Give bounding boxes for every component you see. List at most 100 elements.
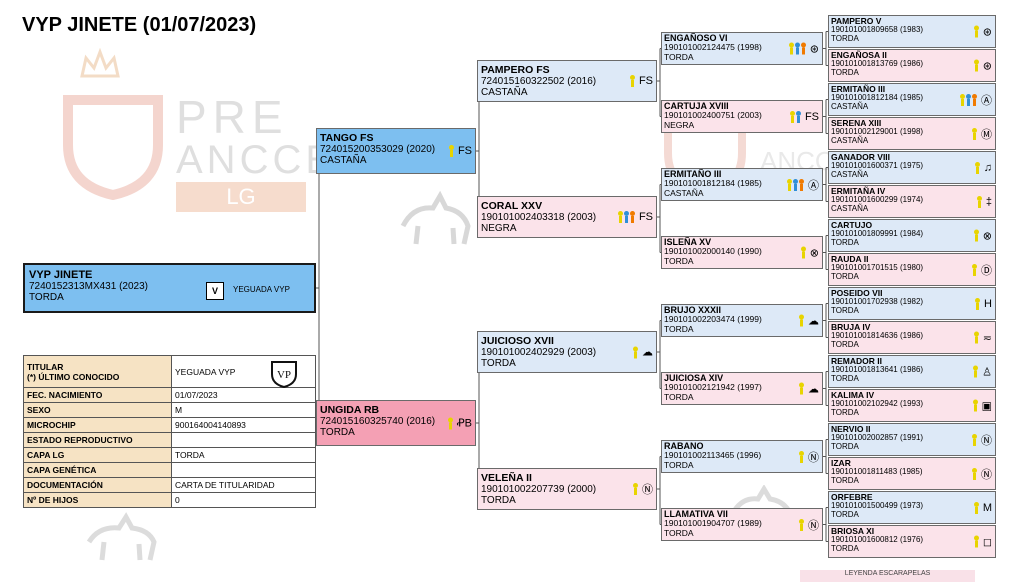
horse-registration: 190101001812184 (1985) xyxy=(664,178,762,189)
horse-coat: TORDA xyxy=(664,323,694,334)
brand-mark-icon: ⊗ xyxy=(809,247,819,259)
horse-registration: 190101002207739 (2000) xyxy=(481,484,597,496)
horse-coat: TORDA xyxy=(664,51,694,62)
horse-coat: TORDA xyxy=(831,543,859,553)
horse-coat: NEGRA xyxy=(481,223,517,235)
horse-name: PAMPERO V xyxy=(831,16,882,26)
award-icons: ♫ xyxy=(974,161,992,174)
breeder-shield-logo-icon: VP xyxy=(270,360,298,389)
horse-coat: TORDA xyxy=(481,495,516,507)
horse-name: KALIMA IV xyxy=(831,390,875,400)
horse-coat: CASTAÑA xyxy=(664,187,704,198)
horse-registration: 724015160322502 (2016) xyxy=(481,76,597,88)
info-label: FEC. NACIMIENTO xyxy=(23,387,172,403)
horse-coat: TORDA xyxy=(664,527,694,538)
horse-name: BRUJO XXXII xyxy=(664,305,722,315)
horse-name: CARTUJA XVIII xyxy=(664,101,729,111)
brand-mark-icon: FS xyxy=(638,211,653,223)
horse-registration: 190101001904707 (1989) xyxy=(664,518,762,529)
watermark-text-ancce: ANCCE xyxy=(176,138,337,182)
info-value xyxy=(171,432,316,448)
brand-mark-icon: Ⓜ xyxy=(981,128,992,141)
yellow-ribbon-icon xyxy=(447,417,453,429)
award-icons: Ⓐ xyxy=(787,177,819,193)
horse-registration: 190101001813641 (1986) xyxy=(831,364,924,374)
horse-coat: CASTAÑA xyxy=(831,203,869,213)
horse-coat: TORDA xyxy=(481,358,516,370)
award-icons: Ⓜ xyxy=(972,126,992,142)
horse-coat: TORDA xyxy=(664,391,694,402)
horse-registration: 190101002203474 (1999) xyxy=(664,314,762,325)
info-value: 0 xyxy=(171,492,316,508)
horse-name: PAMPERO FS xyxy=(481,64,550,76)
award-icons: Ⓓ xyxy=(972,262,992,278)
subject-horse-box[interactable]: VYP JINETE 7240152313MX431 (2023) TORDA … xyxy=(23,263,316,313)
award-icons: ♙ xyxy=(973,365,992,378)
yellow-ribbon-icon xyxy=(973,25,979,38)
horse-registration: 190101001814636 (1986) xyxy=(831,330,924,340)
watermark-text-pre: PRE xyxy=(176,91,289,143)
brand-mark-icon: FS xyxy=(457,145,472,157)
yellow-ribbon-icon xyxy=(973,59,979,72)
award-icons: Ⓝ xyxy=(799,517,819,533)
yellow-ribbon-icon xyxy=(799,518,804,531)
yellow-ribbon-icon xyxy=(789,110,795,123)
horse-registration: 190101002129001 (1998) xyxy=(831,126,924,136)
horse-registration: 190101002002857 (1991) xyxy=(831,432,924,442)
horse-registration: 190101001812184 (1985) xyxy=(831,92,924,102)
award-icons: ⊛ xyxy=(973,59,992,72)
horse-coat: TORDA xyxy=(664,255,694,266)
horse-coat: TORDA xyxy=(664,459,694,470)
yellow-ribbon-icon xyxy=(788,42,794,55)
award-icons: FS xyxy=(789,110,819,123)
brand-mark-icon: M xyxy=(982,501,992,514)
horse-registration: 190101001600371 (1975) xyxy=(831,160,924,170)
award-icons: FS xyxy=(617,211,653,223)
horse-coat: TORDA xyxy=(831,475,859,485)
watermark-horses-icon xyxy=(398,186,478,246)
yellow-ribbon-icon xyxy=(799,450,804,463)
info-value: CARTA DE TITULARIDAD xyxy=(171,477,316,493)
horse-name: BRUJA IV xyxy=(831,322,871,332)
info-label: CAPA LG xyxy=(23,447,172,463)
ribbon-legend: LEYENDA ESCARAPELAS xyxy=(800,570,975,582)
horse-name: REMADOR II xyxy=(831,356,882,366)
award-icons: Ⓝ xyxy=(799,449,819,465)
horse-registration: 724015160325740 (2016) xyxy=(320,416,436,428)
horse-name: CORAL XXV xyxy=(481,200,543,212)
subject-name: VYP JINETE xyxy=(29,269,93,281)
brand-mark-icon: ☁ xyxy=(808,315,819,327)
horse-registration: 190101002403318 (2003) xyxy=(481,212,597,224)
yellow-ribbon-icon xyxy=(800,246,806,259)
